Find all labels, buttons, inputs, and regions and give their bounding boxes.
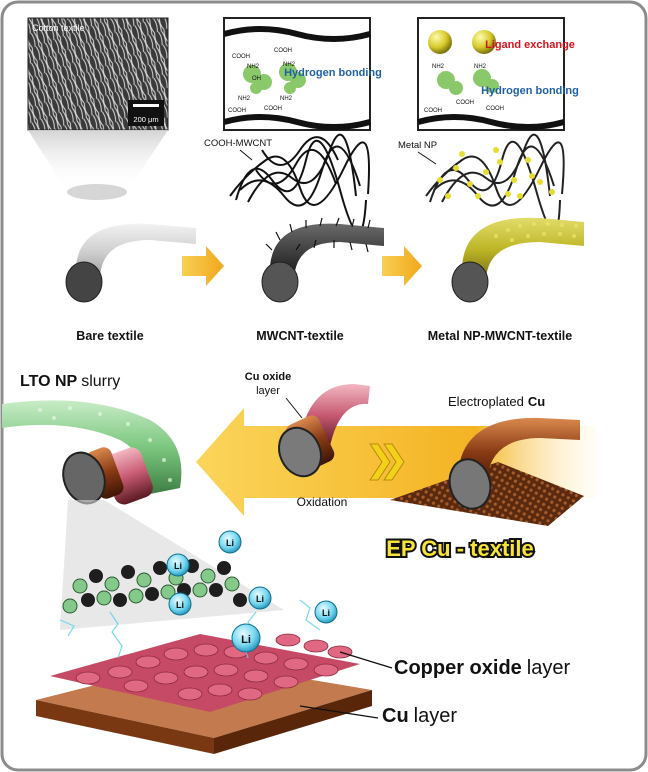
cu-oxide-callout-line <box>285 397 303 419</box>
oxide-callout-line <box>339 651 393 669</box>
hydrogen-label: Hydrogen bonding <box>284 67 382 79</box>
cu-layer-rest: layer <box>414 705 458 727</box>
sem-label: Cotton textile <box>32 23 85 33</box>
nh2-tag: NH2 <box>280 96 293 102</box>
cooh-tag: COOH <box>274 48 292 54</box>
cooh-tag: COOH <box>486 106 504 112</box>
ligand-exchange-panel: NH2 NH2 COOH COOH COOH Ligand exchange H… <box>417 17 579 131</box>
chevron-icon <box>369 443 405 481</box>
nh2-tag: NH2 <box>238 96 251 102</box>
li-label: Li <box>322 608 330 618</box>
cooh-tag: COOH <box>264 106 282 112</box>
cooh-tag: COOH <box>232 54 250 60</box>
ep-cu-textile <box>448 417 580 510</box>
bare-textile <box>65 223 196 303</box>
li-label: Li <box>241 634 251 646</box>
cu-oxide-label-2: layer <box>256 385 280 397</box>
magnify-beam <box>28 130 168 190</box>
lto-bold: LTO NP <box>20 373 78 390</box>
ep-textile-label: EP Cu - textile <box>386 536 534 561</box>
li-ion-set: Li Li Li Li Li Li <box>166 530 338 653</box>
metal-np-callout: Metal NP <box>398 140 437 151</box>
copper-oxide-bold: Copper oxide <box>394 657 522 679</box>
cooh-tag: COOH <box>424 108 442 114</box>
process-arrow <box>382 246 422 286</box>
magnify-dome <box>67 184 127 200</box>
nh2-tag: NH2 <box>474 64 487 70</box>
process-arrow <box>182 246 224 286</box>
electrode-stack <box>36 559 372 754</box>
cu-oxide-textile <box>278 384 370 478</box>
hydrogen-bonding-panel-1: COOH COOH NH2 NH2 NH2 NH2 COOH COOH OH H… <box>223 17 382 131</box>
stage-label-bare: Bare textile <box>76 329 143 343</box>
mwcnt-callout: COOH-MWCNT <box>204 138 272 149</box>
oh-tag: OH <box>252 76 261 82</box>
mwcnt-tangle <box>229 133 370 234</box>
lto-rest: slurry <box>81 373 120 390</box>
li-label: Li <box>256 594 264 604</box>
metal-np-callout-line <box>417 151 437 165</box>
lto-coated-textile <box>2 400 182 505</box>
li-label: Li <box>174 561 182 571</box>
li-label: Li <box>226 538 234 548</box>
cu-oxide-label-1: Cu oxide <box>245 371 291 383</box>
electroplated-text: Electroplated <box>448 394 524 409</box>
stage-label-mwcnt: MWCNT-textile <box>256 329 344 343</box>
nh2-tag: NH2 <box>432 64 445 70</box>
electroplated-cu: Cu <box>528 394 545 409</box>
lto-particles <box>62 559 247 614</box>
mwcnt-callout-line <box>239 149 253 161</box>
scale-bar-label: 200 μm <box>133 115 158 124</box>
stage-label-metal: Metal NP-MWCNT-textile <box>428 329 573 343</box>
cu-layer-bold: Cu <box>382 705 409 727</box>
ligand-label: Ligand exchange <box>485 39 575 51</box>
metal-np-textile <box>451 217 584 303</box>
mwcnt-textile <box>261 217 384 303</box>
cooh-tag: COOH <box>456 100 474 106</box>
nh2-tag: NH2 <box>283 62 296 68</box>
nh2-tag: NH2 <box>247 64 260 70</box>
sem-image: 200 μm Cotton textile <box>27 17 169 131</box>
hydrogen-label: Hydrogen bonding <box>481 85 579 97</box>
cooh-tag: COOH <box>228 108 246 114</box>
oxidation-label: Oxidation <box>297 495 348 509</box>
electroplated-label: Electroplated Cu <box>448 394 545 409</box>
cu-callout-line <box>299 705 379 719</box>
li-label: Li <box>176 600 184 610</box>
copper-oxide-rest: layer <box>527 657 571 679</box>
